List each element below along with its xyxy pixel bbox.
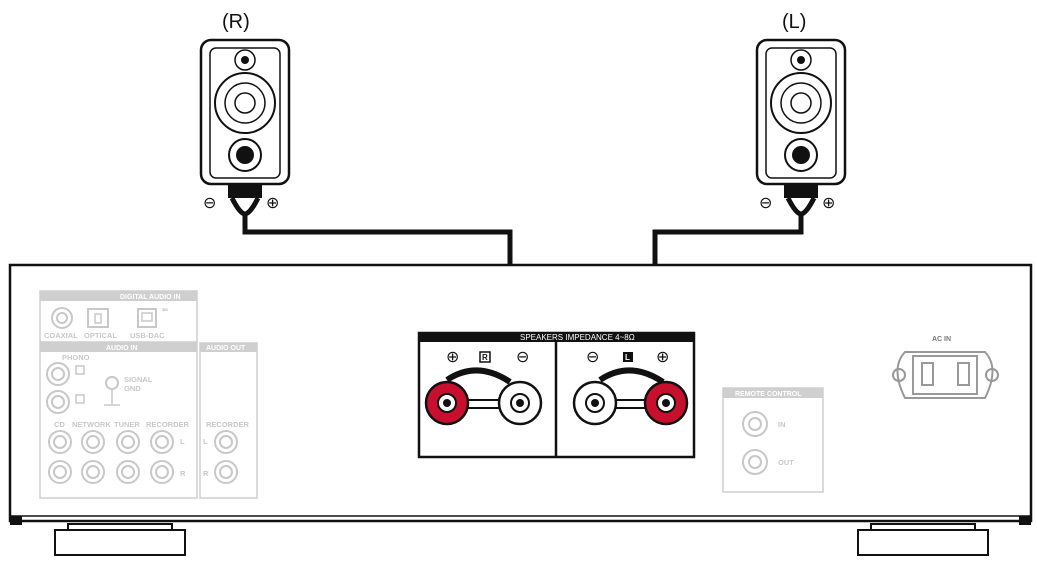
terminal-l-minus-sign: ⊖ bbox=[586, 347, 599, 366]
speaker-right-plus: ⊕ bbox=[266, 193, 279, 212]
terminal-r-minus-sign: ⊖ bbox=[516, 347, 529, 366]
network-label: NETWORK bbox=[72, 420, 111, 429]
digital-audio-in-title: DIGITAL AUDIO IN bbox=[120, 294, 181, 301]
terminal-l-plus-sign: ⊕ bbox=[656, 347, 669, 366]
digital-audio-in-section: DIGITAL AUDIO IN ⇐ COAXIAL OPTICAL USB-D… bbox=[39, 290, 198, 343]
remote-out-label: OUT bbox=[778, 458, 794, 467]
speaker-left-minus: ⊖ bbox=[759, 193, 772, 212]
speaker-right-label: (R) bbox=[222, 11, 250, 33]
usb-dac-label: USB-DAC bbox=[130, 331, 165, 340]
audio-in-title: AUDIO IN bbox=[106, 345, 138, 352]
remote-in-label: IN bbox=[778, 420, 786, 429]
terminals-header: SPEAKERS IMPEDANCE 4~8Ω bbox=[520, 333, 635, 342]
speaker-right: (R) ⊖ ⊕ bbox=[199, 11, 291, 212]
audio-out-section: AUDIO OUT RECORDER L R bbox=[199, 342, 258, 499]
signal-label: SIGNAL bbox=[124, 375, 153, 384]
terminal-r-badge: R bbox=[482, 353, 488, 362]
ac-in-section: AC IN bbox=[892, 336, 999, 399]
audio-in-section: AUDIO IN PHONO SIGNAL GND CD NETWORK TUN… bbox=[39, 342, 198, 499]
terminal-r-plus-sign: ⊕ bbox=[446, 347, 459, 366]
audio-in-ch-r: R bbox=[180, 469, 186, 478]
speaker-left-plus: ⊕ bbox=[822, 193, 835, 212]
recorder-out-label: RECORDER bbox=[206, 420, 250, 429]
audio-out-title: AUDIO OUT bbox=[206, 345, 246, 352]
usb-icon: ⇐ bbox=[162, 305, 169, 314]
audio-out-ch-l: L bbox=[203, 437, 208, 446]
remote-control-section: REMOTE CONTROL IN OUT bbox=[722, 387, 824, 493]
speaker-left: (L) ⊖ ⊕ bbox=[755, 11, 847, 212]
phono-label: PHONO bbox=[62, 353, 90, 362]
gnd-label: GND bbox=[124, 384, 141, 393]
speaker-left-label: (L) bbox=[782, 11, 806, 33]
optical-label: OPTICAL bbox=[84, 331, 117, 340]
audio-out-ch-r: R bbox=[203, 469, 209, 478]
speaker-right-minus: ⊖ bbox=[203, 193, 216, 212]
coaxial-label: COAXIAL bbox=[44, 331, 78, 340]
tuner-label: TUNER bbox=[114, 420, 140, 429]
ac-in-title: AC IN bbox=[932, 336, 951, 343]
audio-in-ch-l: L bbox=[180, 437, 185, 446]
speaker-cables bbox=[229, 196, 817, 385]
recorder-in-label: RECORDER bbox=[146, 420, 190, 429]
terminal-l-badge: L bbox=[625, 353, 630, 362]
remote-control-title: REMOTE CONTROL bbox=[735, 391, 802, 398]
cd-label: CD bbox=[54, 420, 65, 429]
speaker-terminals: SPEAKERS IMPEDANCE 4~8Ω ⊕ R ⊖ ⊖ L ⊕ bbox=[417, 331, 696, 459]
